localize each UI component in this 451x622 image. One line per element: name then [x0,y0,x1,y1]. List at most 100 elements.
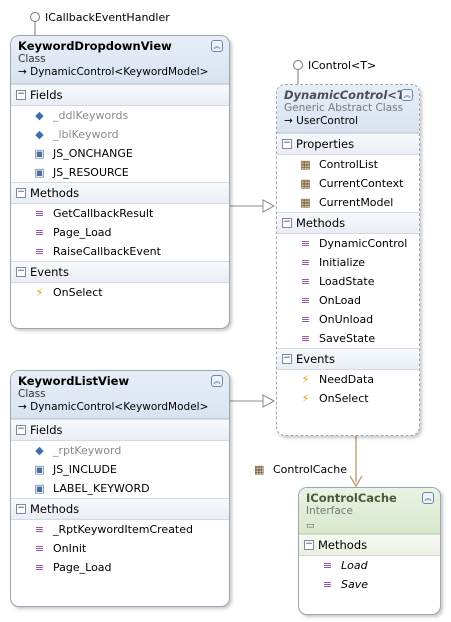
property-row[interactable]: ▦CurrentContext [277,174,419,193]
collapse-icon[interactable]: ︽ [211,375,223,387]
collapse-section-icon[interactable]: − [16,89,26,100]
field-row[interactable]: ▣LABEL_KEYWORD [11,479,229,498]
method-row[interactable]: ≡ Save [299,575,440,594]
class-base-type: → UserControl [284,115,359,127]
event-lightning-icon: ⚡ [301,392,310,405]
collapse-icon[interactable]: ︽ [401,89,413,101]
method-row[interactable]: ≡OnLoad [277,291,419,310]
member-name: OnInit [53,542,87,555]
collapse-section-icon[interactable]: − [282,138,292,149]
section-label: Methods [318,538,368,552]
collapse-icon[interactable]: ︽ [211,40,223,52]
field-row[interactable]: ▣JS_ONCHANGE [11,144,229,163]
events-section-header[interactable]: − Events [277,348,419,370]
fields-section-header[interactable]: − Fields [11,419,229,441]
collapse-section-icon[interactable]: − [16,503,26,514]
field-row[interactable]: ▣ JS_RESOURCE [11,163,229,182]
method-row[interactable]: ≡ LoadState [277,272,419,291]
method-row[interactable]: ≡Load [299,556,440,575]
class-name: KeywordListView [18,374,130,388]
dynamic-control-box[interactable]: DynamicControl<T> Generic Abstract Class… [276,84,420,436]
method-row[interactable]: ≡DynamicControl [277,234,419,253]
field-row[interactable]: ◆ _lblKeyword [11,125,229,144]
member-name: _lblKeyword [53,128,119,141]
event-lightning-icon: ⚡ [301,373,310,386]
methods-section-header[interactable]: − Methods [277,212,419,234]
event-row[interactable]: ⚡NeedData [277,370,419,389]
collapse-section-icon[interactable]: − [282,217,292,228]
method-row[interactable]: ≡OnUnload [277,310,419,329]
method-icon: ≡ [300,332,311,345]
member-name: JS_RESOURCE [53,166,129,179]
dynamic-control-header: DynamicControl<T> Generic Abstract Class… [277,85,419,133]
icontrol-cache-box[interactable]: IControlCache Interface ▭ ︽ − Methods ≡L… [298,487,441,615]
member-name: _RptKeywordItemCreated [53,523,193,536]
properties-section-header[interactable]: − Properties [277,133,419,155]
member-name: _ddlKeywords [53,109,129,122]
section-label: Fields [30,423,63,437]
keyword-dropdown-view-header: KeywordDropdownView Class → DynamicContr… [11,36,229,84]
section-label: Fields [30,88,63,102]
fields-section-header[interactable]: − Fields [11,84,229,106]
method-icon: ≡ [322,578,333,591]
collapse-section-icon[interactable]: − [282,353,292,364]
field-row[interactable]: ◆_ddlKeywords [11,106,229,125]
method-icon: ≡ [300,275,311,288]
constant-icon: ▣ [34,166,45,179]
method-row[interactable]: ≡_RptKeywordItemCreated [11,520,229,539]
section-label: Methods [296,216,346,230]
class-base-type: → DynamicControl<KeywordModel> [18,401,209,413]
property-icon: ▦ [300,196,311,209]
property-row[interactable]: ▦ CurrentModel [277,193,419,212]
method-row[interactable]: ≡RaiseCallbackEvent [11,242,229,261]
member-name: LABEL_KEYWORD [53,482,150,495]
method-icon: ≡ [322,559,333,572]
member-name: Page_Load [53,561,112,574]
controlcache-association-label: ControlCache [273,463,347,476]
collapse-section-icon[interactable]: − [16,187,26,198]
keyword-dropdown-view-box[interactable]: KeywordDropdownView Class → DynamicContr… [10,35,230,329]
property-icon: ▦ [254,463,265,476]
member-name: LoadState [319,275,375,288]
member-name: OnUnload [319,313,374,326]
class-stereotype: Generic Abstract Class [284,102,404,114]
event-row[interactable]: ⚡OnSelect [11,283,229,302]
event-row[interactable]: ⚡OnSelect [277,389,419,408]
collapse-section-icon[interactable]: − [16,266,26,277]
member-name: Save [341,578,369,591]
icontrol-lollipop [293,60,303,70]
method-icon: ≡ [34,226,45,239]
method-row[interactable]: ≡Page_Load [11,223,229,242]
field-row[interactable]: ◆_rptKeyword [11,441,229,460]
field-icon: ◆ [35,128,44,141]
method-row[interactable]: ≡SaveState [277,329,419,348]
keyword-list-view-header: KeywordListView Class → DynamicControl<K… [11,371,229,419]
methods-section-header[interactable]: − Methods [11,498,229,520]
methods-section-header[interactable]: − Methods [11,182,229,204]
field-icon: ◆ [35,444,44,457]
interface-name: IControlCache [306,491,397,505]
method-row[interactable]: ≡OnInit [11,539,229,558]
field-row[interactable]: ▣JS_INCLUDE [11,460,229,479]
keyword-list-view-box[interactable]: KeywordListView Class → DynamicControl<K… [10,370,230,607]
method-row[interactable]: ≡ Page_Load [11,558,229,577]
method-icon: ≡ [300,256,311,269]
property-icon: ▦ [300,177,311,190]
member-name: RaiseCallbackEvent [53,245,161,258]
method-icon: ≡ [34,561,45,574]
section-label: Methods [30,502,80,516]
collapse-section-icon[interactable]: − [304,539,314,550]
member-name: JS_ONCHANGE [53,147,133,160]
collapse-icon[interactable]: ︽ [422,492,434,504]
method-row[interactable]: ≡Initialize [277,253,419,272]
events-section-header[interactable]: − Events [11,261,229,283]
collapse-section-icon[interactable]: − [16,424,26,435]
callback-interface-label: ICallbackEventHandler [45,11,170,24]
methods-section-header[interactable]: − Methods [299,534,440,556]
inheritance-arrow-list [262,394,276,408]
method-row[interactable]: ≡GetCallbackResult [11,204,229,223]
property-row[interactable]: ▦ControlList [277,155,419,174]
member-name: CurrentModel [319,196,394,209]
class-base-type: → DynamicControl<KeywordModel> [18,66,209,78]
